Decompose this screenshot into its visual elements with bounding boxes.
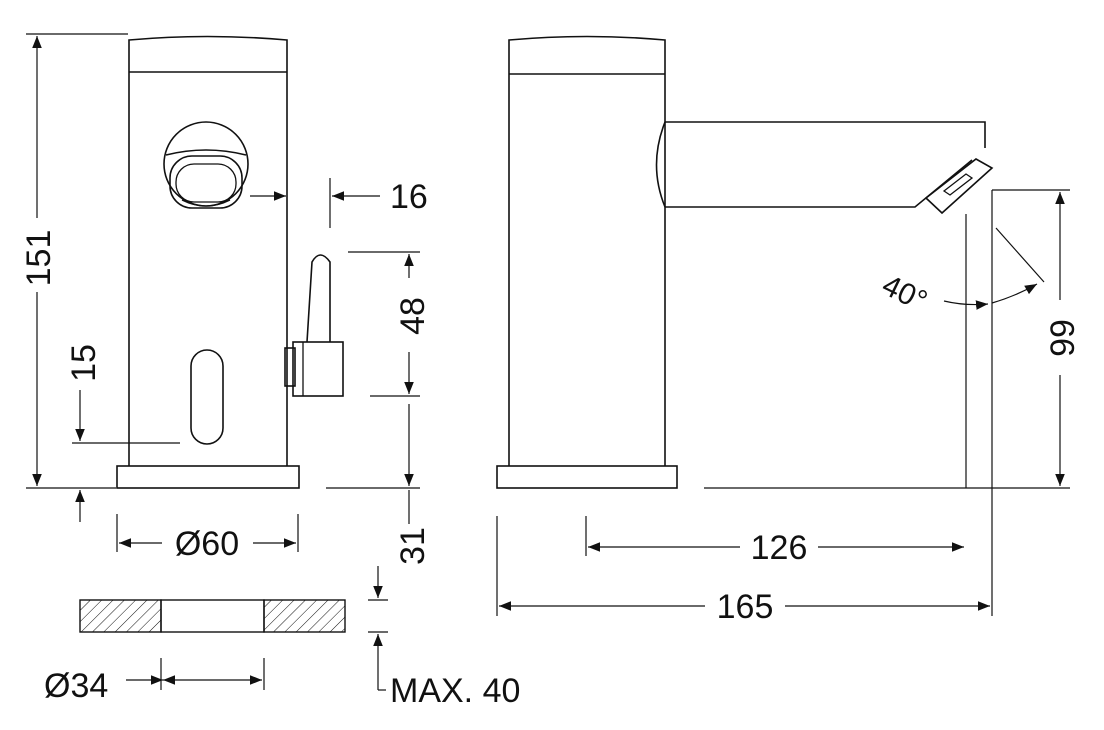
dim-base-offset: 15 xyxy=(65,344,180,522)
hatched-left xyxy=(79,599,162,633)
dim-spray-angle: 40° xyxy=(877,214,1045,488)
label-48: 48 xyxy=(394,297,432,335)
side-base-plate xyxy=(496,465,678,489)
sensor-window xyxy=(190,349,224,445)
side-body-outline xyxy=(508,35,666,466)
dim-max-thickness: MAX. 40 xyxy=(368,566,520,710)
hatched-right xyxy=(263,599,346,633)
front-view xyxy=(116,35,344,489)
mounting-hole xyxy=(160,599,265,633)
dim-sensor-gap: 16 xyxy=(250,178,428,228)
label-99: 99 xyxy=(1044,319,1082,357)
sensor-eye xyxy=(163,121,249,209)
dim-base-diameter: Ø60 xyxy=(116,514,299,563)
label-31: 31 xyxy=(394,527,432,565)
mounting-section xyxy=(79,599,346,633)
label-151: 151 xyxy=(20,230,58,287)
dim-spout-reach: 126 xyxy=(585,516,964,567)
dim-spout-height: 99 xyxy=(704,189,1082,489)
label-diameter-34: Ø34 xyxy=(44,667,108,705)
label-40-degrees: 40° xyxy=(877,269,932,319)
label-165: 165 xyxy=(717,588,774,626)
front-body-outline xyxy=(128,35,288,466)
label-16: 16 xyxy=(390,178,428,216)
front-base-plate xyxy=(116,465,300,489)
label-126: 126 xyxy=(751,529,808,567)
label-15: 15 xyxy=(65,344,103,382)
spout xyxy=(655,121,994,215)
side-view xyxy=(496,35,994,489)
dim-lever: 48 31 xyxy=(326,251,432,565)
dim-hole-diameter: Ø34 xyxy=(44,658,265,705)
label-max-40: MAX. 40 xyxy=(390,672,520,710)
label-diameter-60: Ø60 xyxy=(175,525,239,563)
side-lever xyxy=(284,254,344,397)
dim-height-total: 151 xyxy=(20,33,128,489)
dim-total-length: 165 xyxy=(496,190,993,626)
